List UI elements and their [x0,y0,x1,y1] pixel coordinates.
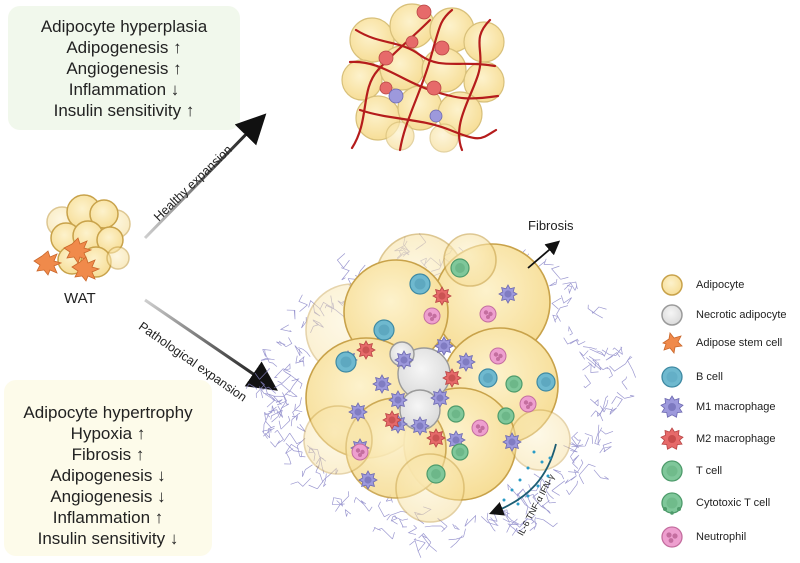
summary-line: Hypoxia ↑ [70,424,146,443]
summary-line: Inflammation ↑ [52,508,164,527]
healthy-expansion-arrow [143,113,267,240]
summary-line: Adipogenesis ↑ [66,38,182,57]
b-cell [373,319,395,341]
immune-cells [335,258,556,490]
legend-label: Adipocyte [696,279,745,291]
legend-item-necrotic-adipocyte: Necrotic adipocyte [660,302,787,328]
neutrophil [351,443,369,461]
summary-line: Angiogenesis ↑ [66,59,182,78]
healthy-m1-macrophages [388,88,443,123]
b-cell [335,351,357,373]
fibrosis-label: Fibrosis [528,218,574,233]
legend-label: Cytotoxic T cell [696,497,771,509]
neutrophil [519,395,537,413]
t-cell [450,258,470,278]
adipocyte [443,233,497,287]
legend-item-b-cell: B cell [660,364,723,390]
legend-label: T cell [696,465,723,477]
legend-item-adipose-stem-cell: Adipose stem cell [660,330,782,356]
wat-cell-cluster [33,194,131,282]
t-cell [505,375,523,393]
legend-item-t-cell: T cell [660,458,722,484]
healthy-tissue-illustration [341,3,505,153]
m1-macrophage-icon [660,395,684,418]
neutrophil [479,305,497,323]
fibrosis-arrow [527,240,561,269]
legend-label: Neutrophil [696,531,747,543]
t-cell [451,443,469,461]
wat-label: WAT [64,290,96,307]
healthy-m2-macrophages [378,4,450,96]
summary-line: Angiogenesis ↓ [50,487,166,506]
summary-line: Insulin sensitivity ↑ [53,101,195,120]
t-cell [497,407,515,425]
b-cell [536,372,556,392]
cytotoxic-t-cell-icon [661,492,683,515]
legend-label: M2 macrophage [696,433,776,445]
b-cell [478,368,498,388]
pathological-expansion-arrow [144,298,278,391]
legend-label: Adipose stem cell [696,337,783,349]
pathological-expansion-summary-box: Adipocyte hypertrophy Hypoxia ↑ Fibrosis… [4,380,212,556]
neutrophil [471,419,489,437]
legend-label: Necrotic adipocyte [696,309,787,321]
adipocyte-icon [661,274,683,296]
t-cell-icon [661,460,683,482]
pathological-tissue-illustration [245,233,636,558]
neutrophil-icon [661,526,683,548]
necrotic-adipocyte-icon [661,304,683,326]
b-cell [409,273,431,295]
neutrophil [489,347,507,365]
neutrophil [423,307,441,325]
summary-line: Adipogenesis ↓ [50,466,166,485]
legend-label: M1 macrophage [696,401,776,413]
summary-line: Adipocyte hypertrophy [23,403,193,422]
healthy-expansion-summary-box: Adipocyte hyperplasia Adipogenesis ↑ Ang… [8,6,240,130]
cytokine-dots [502,450,552,506]
legend-item-m2-macrophage: M2 macrophage [660,426,776,452]
b-cell-icon [661,366,683,388]
t-cell [426,464,446,484]
legend-item-neutrophil: Neutrophil [660,524,746,550]
legend-item-adipocyte: Adipocyte [660,272,744,298]
legend-item-cytotoxic-t-cell: Cytotoxic T cell [660,490,770,516]
cytokine-release-arrow [488,443,557,516]
adipocyte [395,453,465,523]
adipocyte [509,409,571,471]
legend-label: B cell [696,371,723,383]
legend-item-m1-macrophage: M1 macrophage [660,394,776,420]
summary-line: Adipocyte hyperplasia [40,17,208,36]
summary-line: Inflammation ↓ [68,80,180,99]
adipose-stem-cell-icon [662,332,683,354]
m2-macrophage-icon [660,427,684,450]
summary-line: Insulin sensitivity ↓ [37,529,179,548]
t-cell [447,405,465,423]
summary-line: Fibrosis ↑ [71,445,145,464]
